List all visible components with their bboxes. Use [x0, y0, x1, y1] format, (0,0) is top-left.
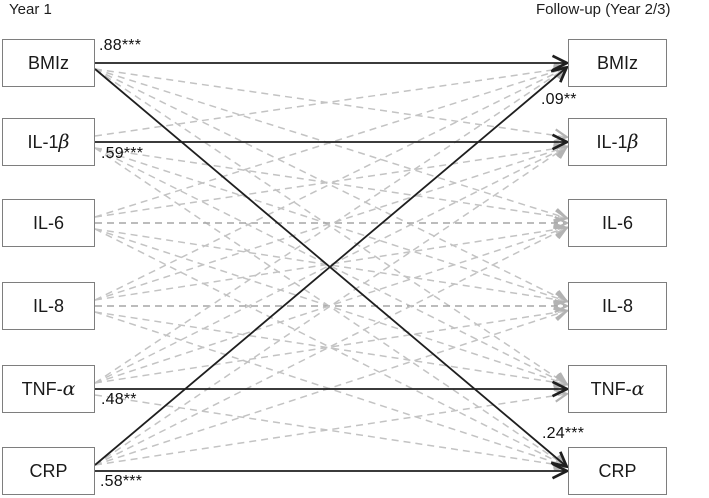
variable-label: CRP [29, 460, 68, 481]
variable-box-followup-crp: CRP [568, 447, 667, 495]
nonsignificant-path-line [94, 311, 566, 384]
variable-label: TNF-α [21, 377, 76, 400]
nonsignificant-path-line [94, 147, 566, 466]
nonsignificant-path-line [94, 311, 566, 466]
nonsignificant-path-line [94, 68, 566, 301]
variable-label: IL-8 [601, 295, 634, 316]
nonsignificant-path-line [94, 68, 566, 137]
followup-column-header: Follow-up (Year 2/3) [536, 1, 671, 18]
nonsignificant-path-line [94, 394, 566, 466]
variable-box-followup-il1b: IL-1β [568, 118, 667, 166]
significant-path-line [94, 68, 566, 466]
variable-label: TNF-α [590, 377, 645, 400]
nonsignificant-path-line [94, 228, 566, 466]
nonsignificant-path-line [94, 147, 566, 301]
nonsignificant-path-line [94, 228, 566, 301]
variable-box-followup-il8: IL-8 [568, 282, 667, 330]
variable-label: BMIz [27, 52, 69, 73]
variable-label: IL-8 [32, 295, 65, 316]
nonsignificant-path-line [94, 147, 566, 218]
variable-box-year1-il6: IL-6 [2, 199, 95, 247]
nonsignificant-path-line [94, 68, 566, 218]
coef-tnfa-stability: .48** [101, 391, 137, 408]
nonsignificant-path-line [94, 228, 566, 384]
nonsignificant-path-line [94, 147, 566, 218]
variable-label: IL-6 [32, 212, 65, 233]
nonsignificant-path-line [94, 311, 566, 466]
variable-label: IL-6 [601, 212, 634, 233]
nonsignificant-path-line [94, 68, 566, 218]
year1-column-header: Year 1 [9, 1, 52, 18]
variable-box-year1-bmiz: BMIz [2, 39, 95, 87]
variable-box-year1-crp: CRP [2, 447, 95, 495]
variable-label: IL-1β [27, 130, 70, 153]
variable-label: BMIz [596, 52, 638, 73]
variable-box-followup-il6: IL-6 [568, 199, 667, 247]
coef-bmiz-stability: .88*** [99, 37, 142, 54]
variable-label: CRP [598, 460, 637, 481]
variable-box-followup-bmiz: BMIz [568, 39, 667, 87]
coef-crp-to-bmiz: .09** [541, 91, 577, 108]
nonsignificant-path-line [94, 147, 566, 466]
nonsignificant-path-line [94, 228, 566, 384]
coef-il1b-stability: .59*** [101, 145, 144, 162]
variable-box-followup-tnfa: TNF-α [568, 365, 667, 413]
nonsignificant-path-line [94, 311, 566, 384]
nonsignificant-path-line [94, 228, 566, 301]
nonsignificant-path-line [94, 394, 566, 466]
variable-box-year1-tnfa: TNF-α [2, 365, 95, 413]
variable-box-year1-il1b: IL-1β [2, 118, 95, 166]
coef-crp-stability: .58*** [100, 473, 143, 490]
variable-label: IL-1β [596, 130, 639, 153]
nonsignificant-path-line [94, 228, 566, 466]
nonsignificant-path-line [94, 68, 566, 384]
variable-box-year1-il8: IL-8 [2, 282, 95, 330]
nonsignificant-path-line [94, 147, 566, 384]
nonsignificant-path-line [94, 147, 566, 301]
nonsignificant-path-line [94, 68, 566, 384]
nonsignificant-path-line [94, 147, 566, 384]
nonsignificant-path-line [94, 68, 566, 301]
nonsignificant-path-line [94, 68, 566, 137]
coef-bmiz-to-crp: .24*** [542, 425, 585, 442]
